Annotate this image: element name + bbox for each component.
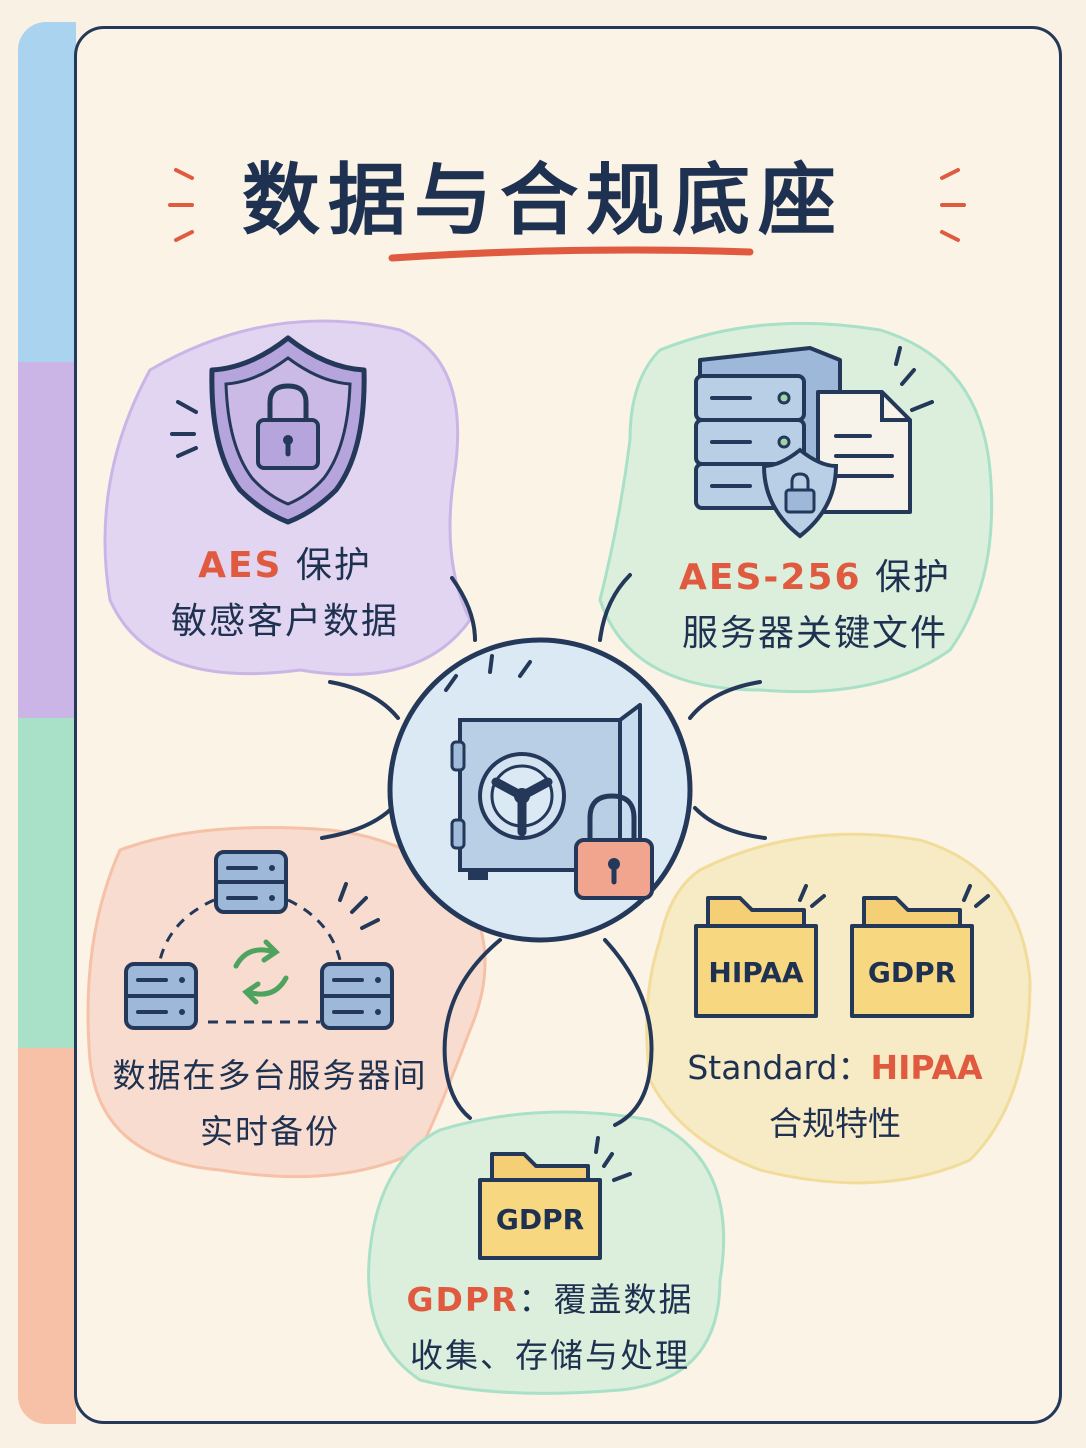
title-decoration	[168, 168, 966, 262]
connector-lines	[320, 573, 767, 1127]
folder-label-gdpr: GDPR	[867, 956, 957, 989]
aes-label-line1: AES 保护	[198, 545, 372, 586]
side-tab-green	[18, 718, 76, 1048]
compliance-folders-icon	[694, 884, 990, 1018]
server-left	[124, 962, 198, 1030]
gdpr-label: GDPR：覆盖数据 收集、存储与处理	[380, 1272, 720, 1384]
aes256-label-line1: AES-256 保护	[679, 557, 951, 598]
gdpr-label-line1: GDPR：覆盖数据	[406, 1280, 694, 1319]
server-top	[214, 850, 288, 914]
aes-label: AES 保护 敏感客户数据	[120, 538, 450, 650]
side-tab-blue	[18, 22, 76, 362]
aes256-label: AES-256 保护 服务器关键文件	[630, 550, 1000, 662]
side-tab-purple	[18, 362, 76, 718]
aes256-label-line2: 服务器关键文件	[681, 613, 948, 654]
page-title: 数据与合规底座	[241, 156, 844, 246]
hipaa-label: Standard：HIPAA 合规特性	[660, 1040, 1010, 1152]
aes-highlight: AES	[198, 545, 283, 586]
gdpr-folder-icon	[478, 1136, 632, 1260]
side-tab-orange	[18, 1048, 76, 1424]
aes256-highlight: AES-256	[679, 557, 862, 598]
shield-lock-icon	[170, 335, 367, 525]
server-shield-document-icon	[694, 346, 934, 539]
server-sync-icon	[124, 850, 394, 1030]
server-right	[320, 962, 394, 1030]
folder-label-hipaa: HIPAA	[708, 956, 804, 989]
backup-label-line2: 实时备份	[200, 1112, 340, 1151]
gdpr-highlight: GDPR	[406, 1280, 519, 1319]
sync-arrows-icon	[233, 939, 289, 1005]
hipaa-label-line1: Standard：HIPAA	[687, 1048, 983, 1087]
gdpr-label-line2: 收集、存储与处理	[410, 1336, 690, 1375]
hipaa-highlight: HIPAA	[870, 1048, 983, 1087]
backup-label-line1: 数据在多台服务器间	[112, 1056, 428, 1095]
aes-label-line2: 敏感客户数据	[170, 601, 399, 642]
hipaa-label-line2: 合规特性	[769, 1104, 901, 1143]
backup-label: 数据在多台服务器间 实时备份	[90, 1048, 450, 1160]
gdpr-folder-label: GDPR	[495, 1203, 585, 1236]
safe-with-padlock-icon	[387, 637, 693, 943]
backup-blob	[86, 826, 487, 1179]
